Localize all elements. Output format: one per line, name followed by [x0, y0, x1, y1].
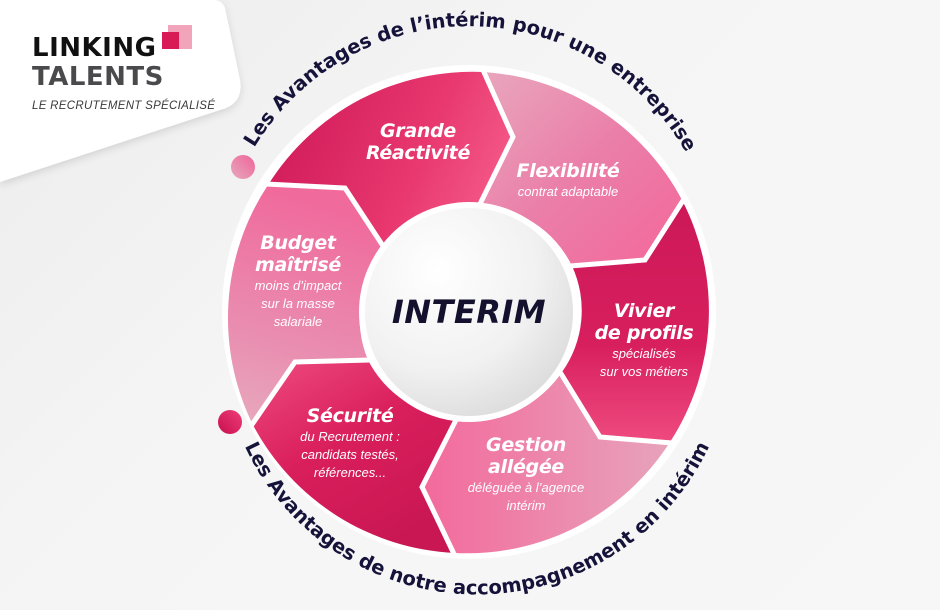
logo-line1: LINKING — [32, 33, 157, 63]
segment-label-vivier: Vivier de profils spécialisés sur vos mé… — [594, 300, 694, 379]
logo-line2: TALENTS — [32, 62, 164, 92]
segment-vivier — [562, 200, 709, 442]
segment-budget — [227, 185, 385, 425]
logo-square-front-icon — [162, 32, 179, 49]
segment-flexibilite — [478, 72, 682, 266]
logo-tagline: LE RECRUTEMENT SPÉCIALISÉ — [32, 100, 216, 112]
segment-gestion — [422, 372, 670, 554]
dot-top-icon — [231, 155, 255, 179]
segment-label-budget: Budget maîtrisé moins d’impact sur la ma… — [254, 232, 342, 329]
segment-label-flexibilite: Flexibilité contrat adaptable — [516, 160, 620, 199]
dot-bottom-icon — [218, 410, 242, 434]
segment-label-gestion: Gestion allégée déléguée à l’agence inté… — [467, 434, 585, 513]
segment-securite — [253, 360, 458, 553]
center-label: INTERIM — [391, 293, 547, 331]
segment-label-grande-reactivite: Grande Réactivité — [365, 120, 471, 164]
segment-label-securite: Sécurité du Recrutement : candidats test… — [300, 405, 400, 480]
